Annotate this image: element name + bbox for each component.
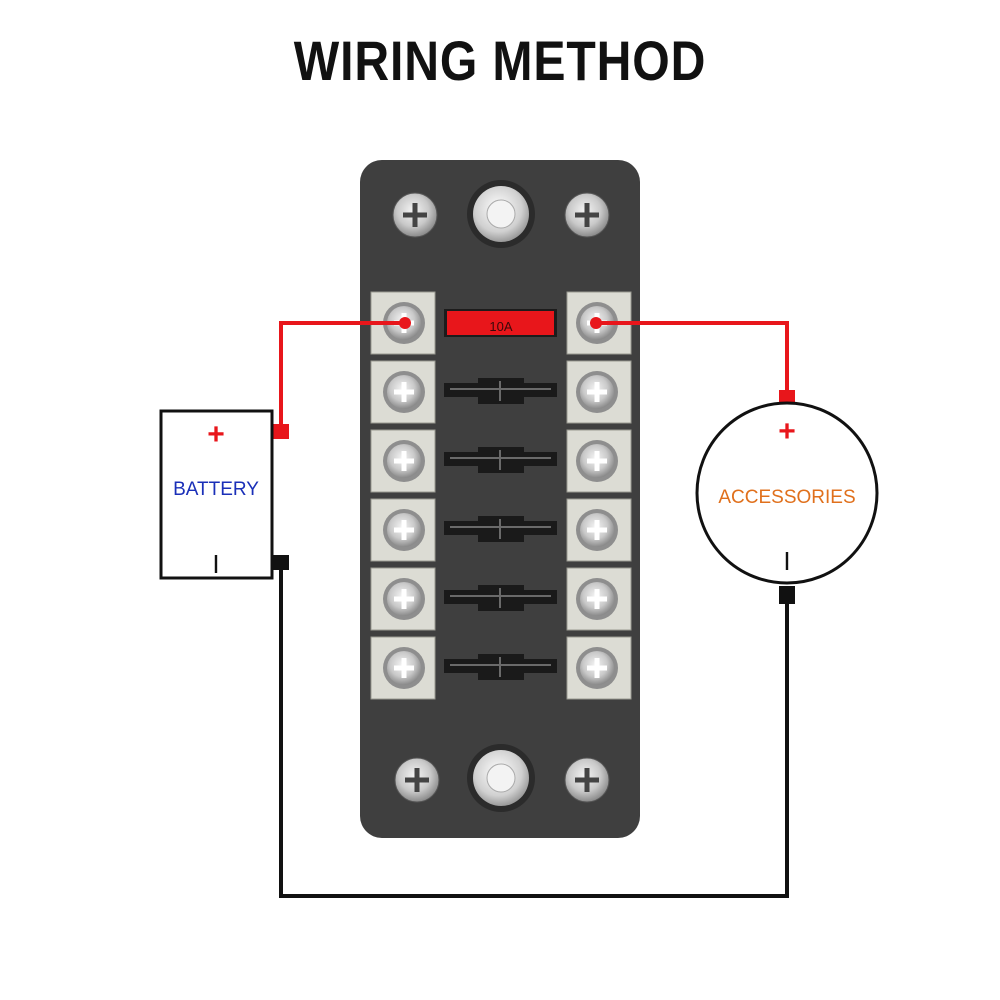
battery-label: BATTERY [173,479,259,500]
output-terminal-connection [590,317,602,329]
battery-positive-symbol: + [207,418,225,451]
battery-positive-connector [273,424,289,439]
terminal-screw-right [576,440,618,482]
terminal-screw-left [383,647,425,689]
battery-negative-symbol: I [212,549,219,579]
fuse-slot-empty [444,447,557,473]
battery-positive-wire [279,321,405,428]
accessories-label: ACCESSORIES [718,487,855,508]
accessories-outline [695,401,879,585]
bottom-mount-screw-left [394,757,440,803]
terminal-screw-left [383,509,425,551]
top-mount-screw-right [564,192,610,238]
fuse-slot-empty [444,585,557,611]
terminal-screw-left [383,371,425,413]
accessories-load: + ACCESSORIES I [695,401,879,585]
terminal-screw-left [383,578,425,620]
bottom-stud [467,744,535,812]
terminal-screw-right [576,509,618,551]
fuse-slot-empty [444,378,557,404]
accessories-positive-wire [596,321,789,396]
accessories-positive-symbol: + [778,415,796,448]
fuse-rating-label: 10A [489,319,512,334]
accessories-negative-connector [779,586,795,604]
accessories-positive-connector [779,390,795,405]
fuse-10a [447,311,554,335]
terminal-screw-right [576,647,618,689]
terminal-screw-right [576,578,618,620]
battery-negative-connector [273,555,289,570]
terminal-screw-left [383,440,425,482]
top-stud [467,180,535,248]
terminal-screw-right [576,371,618,413]
top-mount-screw-left [392,192,438,238]
bottom-mount-screw-right [564,757,610,803]
accessories-negative-symbol: I [783,546,790,576]
battery: + BATTERY I [159,409,274,580]
ground-wire [279,560,789,898]
fuse-slot-empty [444,516,557,542]
input-terminal-connection [399,317,411,329]
fuse-slot-empty [444,654,557,680]
page-title: WIRING METHOD [293,29,707,92]
battery-outline [159,409,274,580]
